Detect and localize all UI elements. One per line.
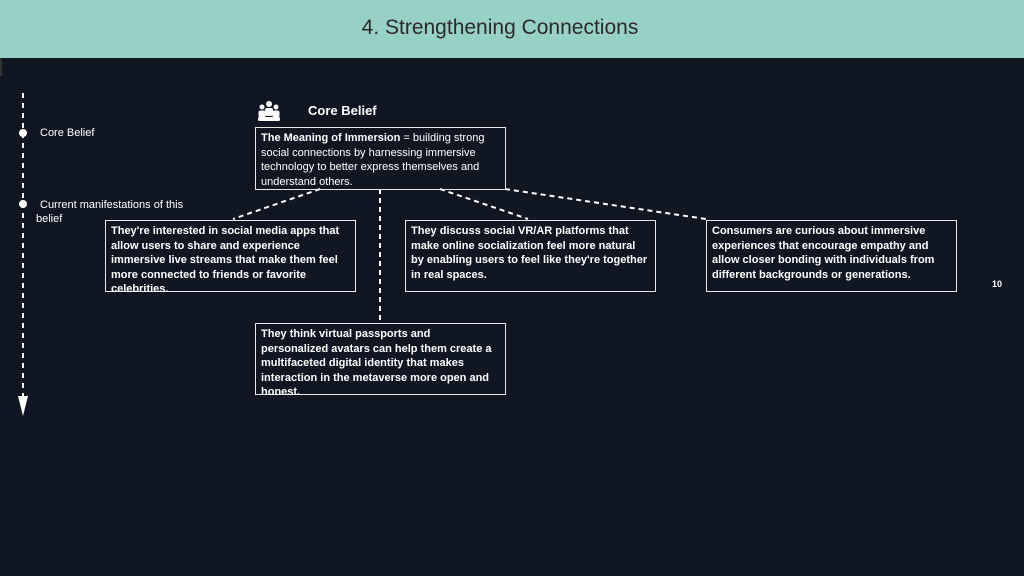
people-group-icon [258,101,280,121]
core-belief-bold-text: The Meaning of Immersion [261,132,401,144]
manifestation-box-3: Consumers are curious about immersive ex… [706,220,957,292]
connector-to-box-2 [439,188,529,220]
timeline-label-manifestations: Current manifestations of this belief [36,199,184,225]
core-belief-text: = building strong social connections by … [261,132,485,188]
timeline-dot-core-belief [19,129,27,137]
timeline-arrow [18,396,28,416]
core-belief-heading: Core Belief [308,103,377,118]
connector-to-box-3 [504,188,707,220]
core-belief-box: The Meaning of Immersion = building stro… [255,127,506,190]
connector-to-box-1 [232,188,321,220]
manifestation-box-2: They discuss social VR/AR platforms that… [405,220,656,292]
timeline-dot-manifestations [19,200,27,208]
page-number: 10 [992,279,1003,289]
slide-header: 4. Strengthening Connections [0,0,1024,58]
timeline-label-core-belief: Core Belief [40,127,95,139]
manifestation-box-4: They think virtual passports and persona… [255,323,506,398]
slide-title: 4. Strengthening Connections [361,16,639,39]
header-divider [0,58,2,76]
manifestation-box-1: They're interested in social media apps … [105,220,356,295]
